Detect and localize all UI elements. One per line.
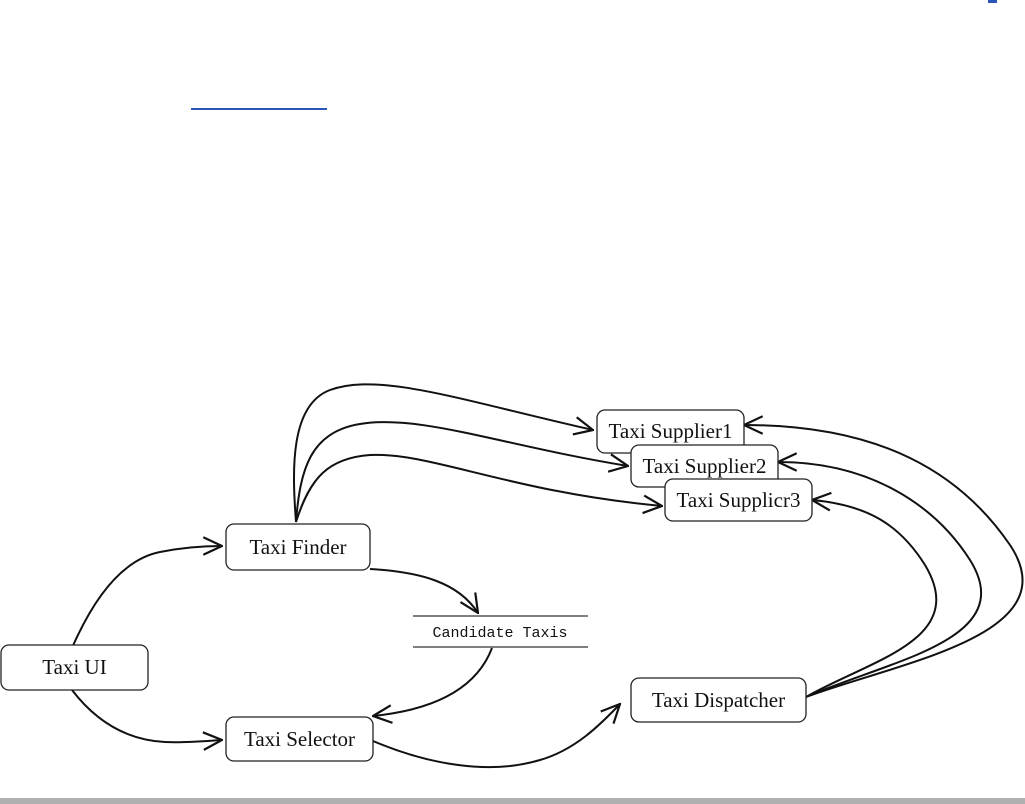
edge-finder-to-supplier1: [293, 383, 593, 523]
hyperlink-underline[interactable]: [191, 108, 327, 110]
top-link-fragment[interactable]: [988, 0, 997, 3]
edge-finder-to-candidates: [369, 568, 478, 613]
data-store-candidate-taxis: Candidate Taxis: [413, 615, 588, 648]
node-label: Taxi Finder: [249, 535, 346, 559]
node-taxi-dispatcher: Taxi Dispatcher: [630, 677, 807, 723]
edge-ui-to-finder: [71, 546, 222, 649]
node-taxi-ui: Taxi UI: [0, 644, 149, 691]
node-taxi-supplier2: Taxi Supplier2: [630, 444, 779, 488]
node-taxi-selector: Taxi Selector: [225, 716, 374, 762]
node-label: Taxi Dispatcher: [652, 688, 785, 712]
edge-dispatcher-to-supplier3: [805, 500, 938, 698]
edge-candidates-to-selector: [373, 647, 493, 716]
node-label: Taxi UI: [42, 655, 106, 679]
node-label: Taxi Supplier1: [609, 419, 733, 443]
edge-dispatcher-to-supplier1: [744, 425, 1024, 698]
edges: [71, 383, 1024, 769]
store-label: Candidate Taxis: [432, 625, 567, 642]
node-label: Taxi Supplicr3: [677, 488, 801, 512]
edge-ui-to-selector: [71, 689, 222, 742]
node-taxi-supplier3: Taxi Supplicr3: [664, 478, 813, 522]
edge-dispatcher-to-supplier2: [778, 462, 983, 698]
edge-finder-to-supplier3: [295, 453, 662, 523]
edge-finder-to-supplier2: [295, 421, 628, 523]
node-taxi-finder: Taxi Finder: [225, 523, 371, 571]
node-label: Taxi Supplier2: [643, 454, 767, 478]
edge-selector-to-dispatcher: [372, 704, 620, 769]
bottom-scroll-bar: [0, 798, 1025, 804]
node-label: Taxi Selector: [244, 727, 355, 751]
